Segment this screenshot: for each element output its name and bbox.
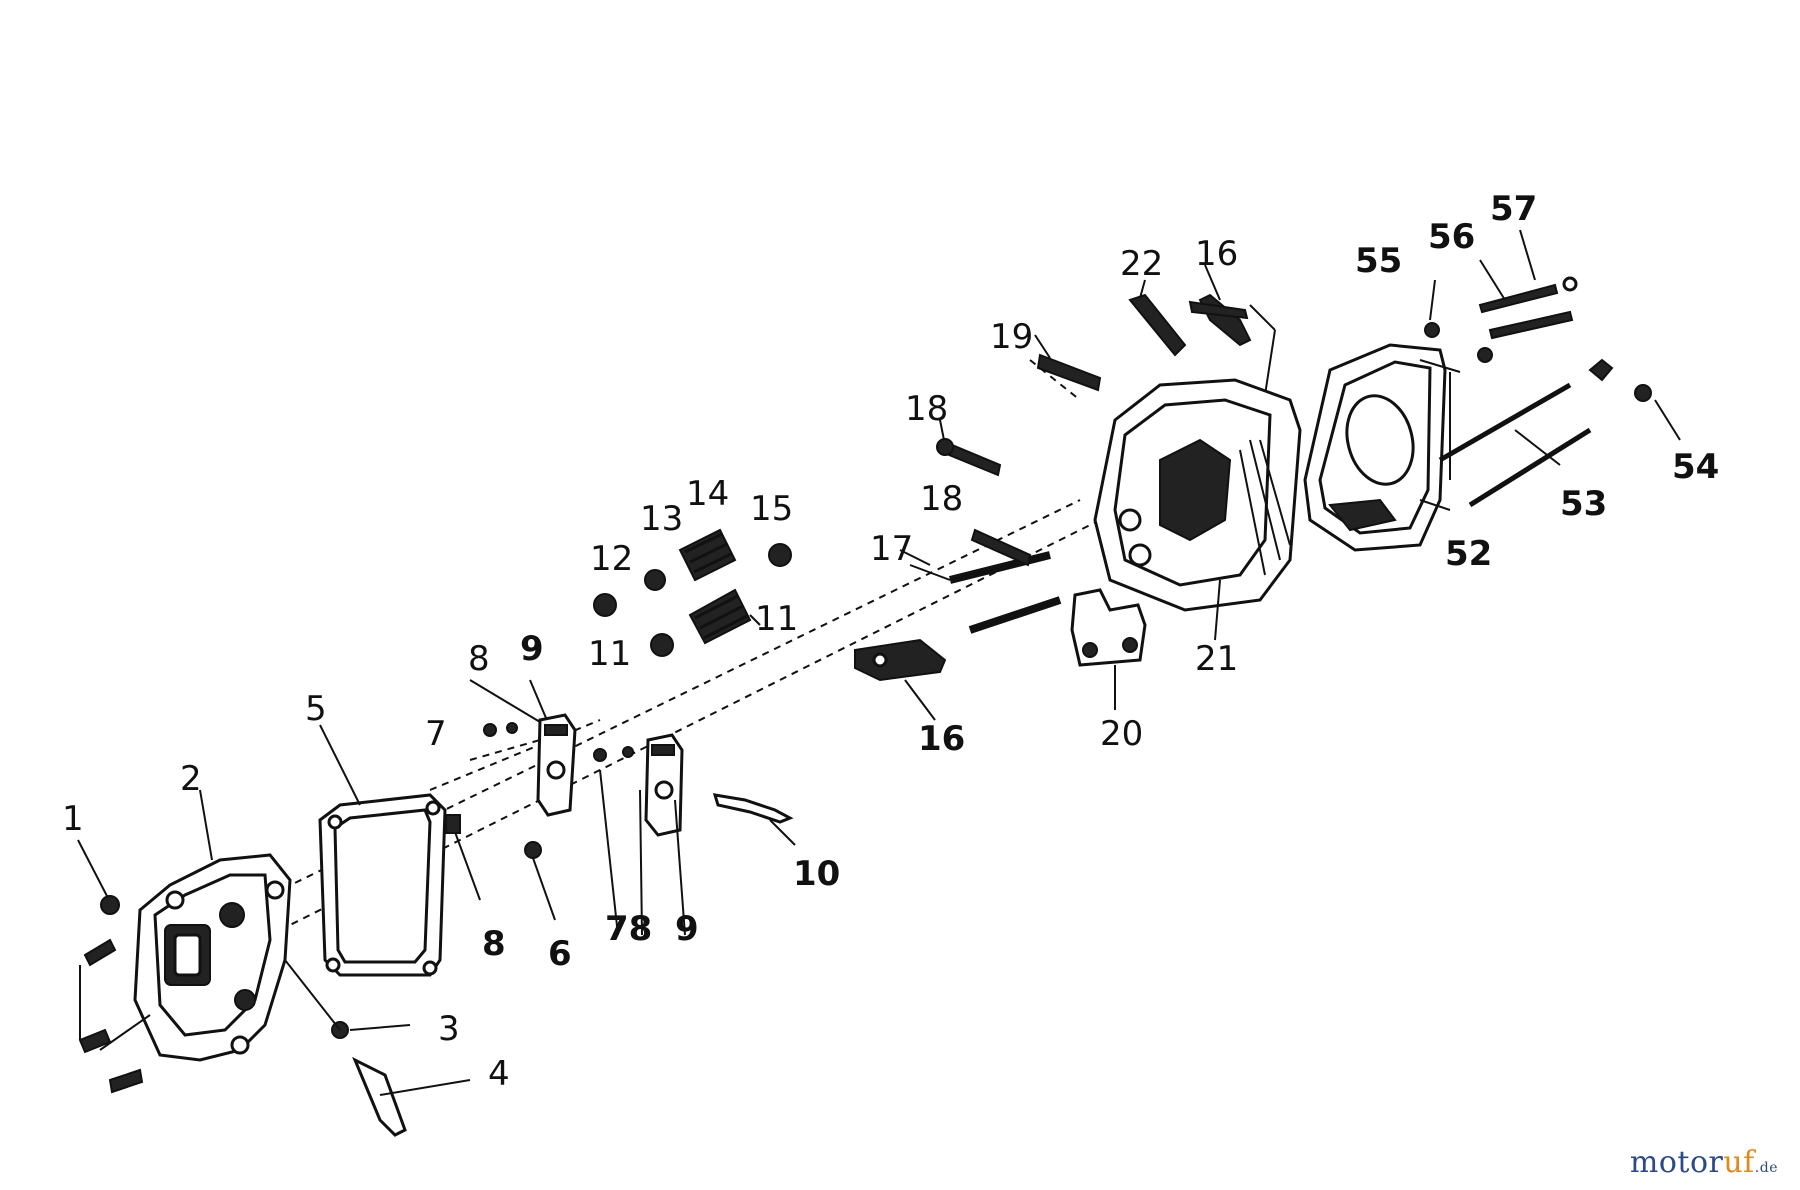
- callout-21: 21: [1195, 639, 1238, 679]
- callout-1: 1: [62, 799, 84, 839]
- callout-9-lower: 9: [675, 909, 699, 949]
- callout-11-left: 11: [588, 634, 631, 674]
- callout-16-center: 16: [918, 719, 965, 759]
- callout-6: 6: [548, 934, 572, 974]
- watermark-logo: motoruf.de: [1630, 1145, 1778, 1180]
- watermark-part-b: uf: [1723, 1145, 1755, 1180]
- breather-parts: [284, 959, 471, 1137]
- callout-12: 12: [590, 539, 633, 579]
- callout-18-lower: 18: [920, 479, 963, 519]
- callout-55: 55: [1355, 241, 1402, 281]
- callout-54: 54: [1672, 447, 1719, 487]
- callout-14: 14: [686, 474, 729, 514]
- callout-7: 7: [425, 714, 447, 754]
- callout-5: 5: [305, 689, 327, 729]
- callout-8-upper: 8: [468, 639, 490, 679]
- valves: [909, 551, 1062, 634]
- callout-2: 2: [180, 759, 202, 799]
- rocker-arm-left: [483, 713, 577, 817]
- callout-53: 53: [1560, 484, 1607, 524]
- rocker-shaft-center: [854, 638, 947, 721]
- callout-18-upper: 18: [905, 389, 948, 429]
- head-bracket: [1070, 588, 1147, 710]
- callout-22: 22: [1120, 244, 1163, 284]
- callout-15: 15: [750, 489, 793, 529]
- cover-bolts: [78, 895, 151, 1094]
- callout-57: 57: [1490, 189, 1537, 229]
- callout-52: 52: [1445, 534, 1492, 574]
- cylinder-head: [1093, 378, 1302, 641]
- valve-cover: [133, 853, 292, 1062]
- dowel-pins: [445, 814, 556, 921]
- head-bolts: [936, 293, 1276, 567]
- callout-13: 13: [640, 499, 683, 539]
- callout-labels: 1 2 3 4 5 6 7 8 8 9 78 9 10 11 11 12 13 …: [62, 189, 1719, 1094]
- assembly-axis-lines: [259, 359, 1101, 931]
- callout-20: 20: [1100, 714, 1143, 754]
- callout-78: 78: [605, 909, 652, 949]
- cover-gasket: [318, 793, 447, 977]
- callout-9-upper: 9: [520, 629, 544, 669]
- watermark-tld: .de: [1754, 1160, 1778, 1176]
- valve-springs: [593, 528, 792, 657]
- callout-3: 3: [438, 1009, 460, 1049]
- callout-17: 17: [870, 529, 913, 569]
- callout-19: 19: [990, 317, 1033, 357]
- leader-lines: [77, 264, 1221, 899]
- callout-4: 4: [488, 1054, 510, 1094]
- cylinder-studs: [1424, 229, 1681, 508]
- watermark-part-a: motor: [1629, 1145, 1724, 1180]
- push-rod-guide: [712, 793, 796, 846]
- cylinder-gasket: [1303, 343, 1461, 552]
- callout-56: 56: [1428, 217, 1475, 257]
- callout-8-lower: 8: [482, 924, 506, 964]
- callout-16-top: 16: [1195, 234, 1238, 274]
- spark-plug: [1128, 279, 1187, 357]
- callout-11-right: 11: [755, 599, 798, 639]
- callout-10: 10: [793, 854, 840, 894]
- rocker-arm-right: [593, 733, 686, 936]
